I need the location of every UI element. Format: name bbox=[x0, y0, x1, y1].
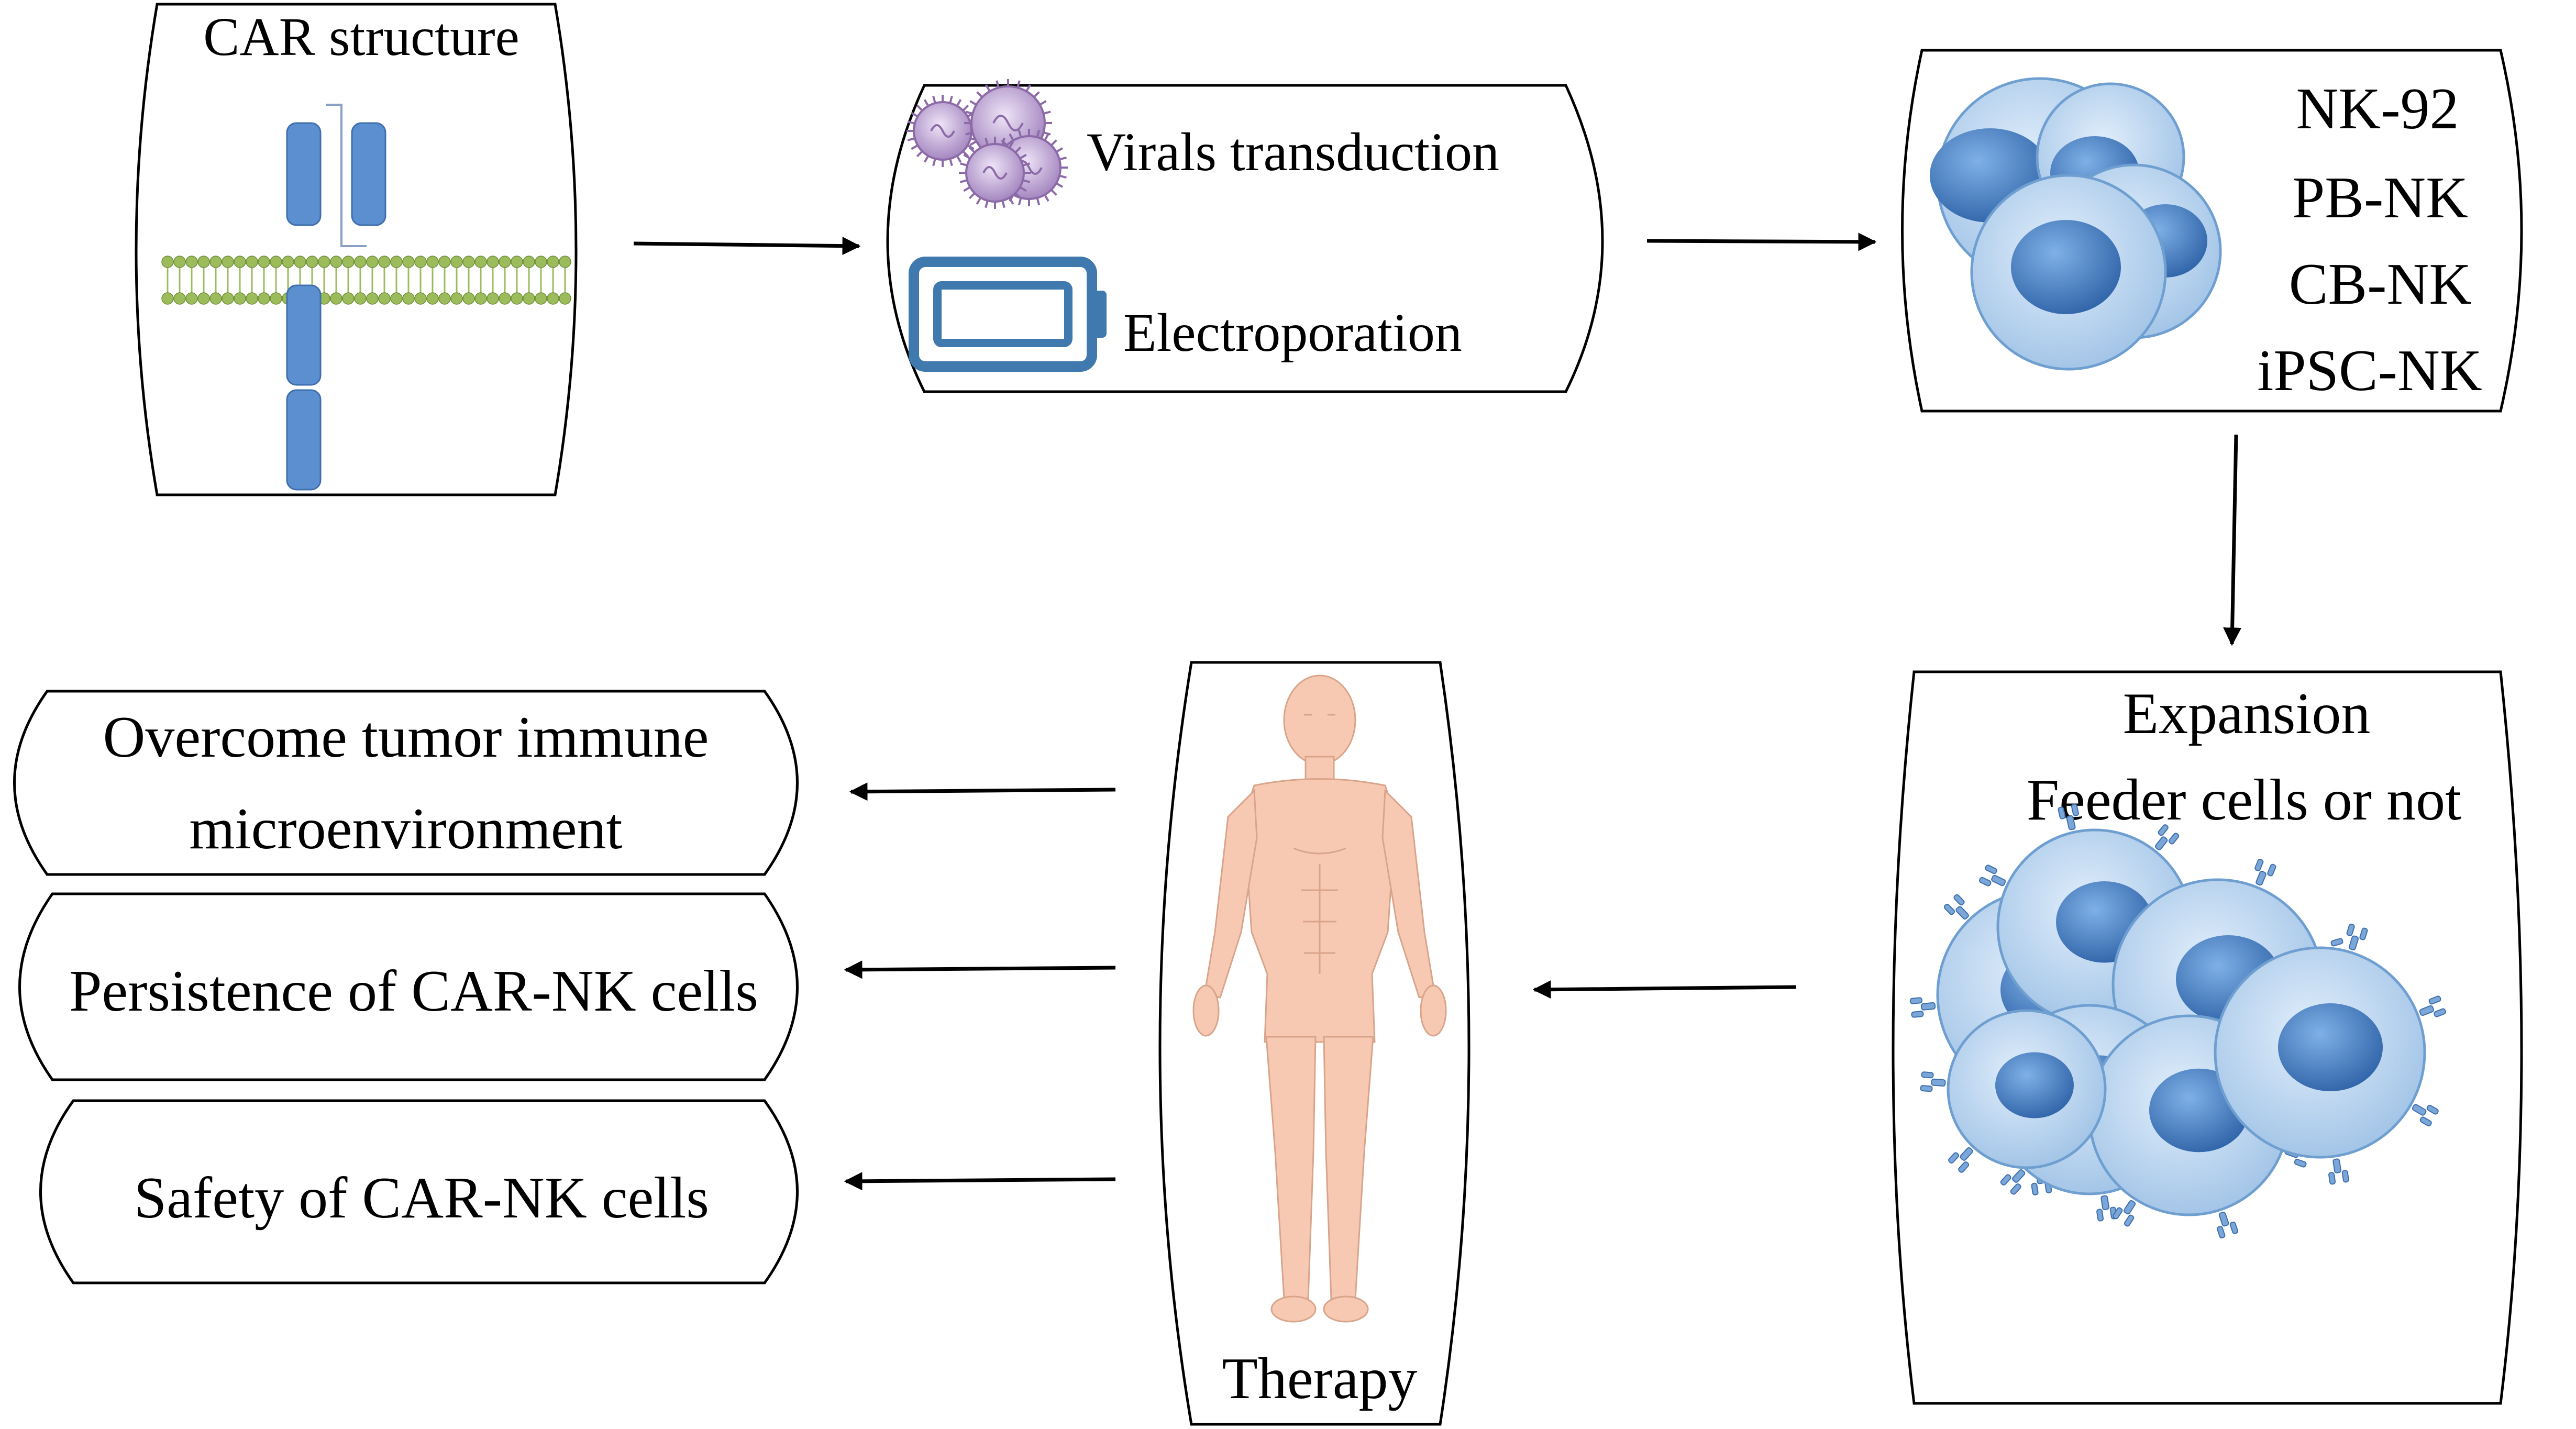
arrow-therapy-to-outcome-1 bbox=[849, 782, 1116, 801]
car-structure-title: CAR structure bbox=[203, 7, 519, 67]
nk-source-pbnk: PB-NK bbox=[2292, 165, 2468, 230]
arrow-therapy-to-outcome-3 bbox=[844, 1172, 1116, 1191]
nk-sources-box: NK-92 PB-NK CB-NK iPSC-NK bbox=[1901, 49, 2523, 413]
nk-source-cbnk: CB-NK bbox=[2289, 252, 2471, 317]
outcome-1-line2: microenvironment bbox=[189, 796, 622, 861]
arrow-expansion-to-therapy bbox=[1532, 980, 1797, 999]
gene-transfer-box: Virals transduction Electroporation bbox=[886, 79, 1604, 393]
arrow-car-to-transfer bbox=[633, 237, 861, 256]
viral-transduction-label: Virals transduction bbox=[1087, 122, 1499, 182]
arrow-transfer-to-nk bbox=[1646, 232, 1877, 251]
outcome-2-label: Persistence of CAR-NK cells bbox=[69, 959, 758, 1024]
cell-membrane bbox=[161, 256, 571, 305]
car-structure-box: CAR structure bbox=[135, 3, 578, 496]
therapy-label: Therapy bbox=[1222, 1346, 1417, 1411]
outcome-3-label: Safety of CAR-NK cells bbox=[134, 1166, 709, 1231]
expansion-box: Expansion Feeder cells or not bbox=[1892, 670, 2523, 1405]
arrow-therapy-to-outcome-2 bbox=[844, 960, 1116, 979]
outcome-box-safety: Safety of CAR-NK cells bbox=[39, 1099, 799, 1284]
human-body-icon bbox=[1192, 674, 1447, 1323]
electroporation-label: Electroporation bbox=[1123, 303, 1462, 363]
outcome-1-line1: Overcome tumor immune bbox=[103, 705, 709, 770]
arrow-nk-to-expansion bbox=[2223, 434, 2242, 646]
outcome-box-tumor-microenvironment: Overcome tumor immune microenvironment bbox=[13, 690, 799, 876]
therapy-box: Therapy bbox=[1158, 661, 1471, 1426]
nk-cells-icon bbox=[1930, 77, 2222, 371]
electroporation-cuvette-icon bbox=[909, 257, 1107, 372]
expanded-cells-icon bbox=[1909, 803, 2447, 1239]
nk-source-ipscnk: iPSC-NK bbox=[2257, 338, 2482, 403]
outcome-box-persistence: Persistence of CAR-NK cells bbox=[18, 892, 799, 1081]
virus-icon bbox=[906, 79, 1068, 209]
car-receptor-icon bbox=[161, 104, 571, 491]
nk-source-nk92: NK-92 bbox=[2296, 76, 2459, 141]
expansion-subtitle: Feeder cells or not bbox=[2027, 768, 2461, 833]
expansion-title: Expansion bbox=[2123, 681, 2371, 746]
